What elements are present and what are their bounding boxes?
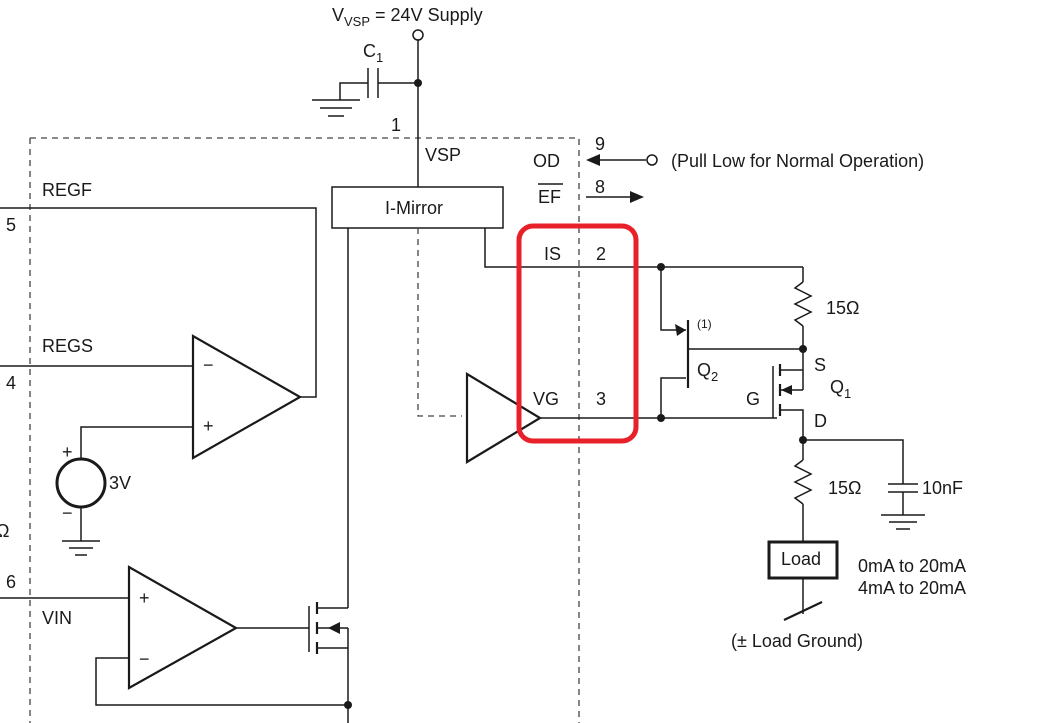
pin-8-label: 8 (595, 177, 605, 197)
c2-label: 10nF (922, 478, 963, 498)
c1-label: C1 (363, 41, 383, 65)
regs-label: REGS (42, 336, 93, 356)
supply-terminal (412, 29, 424, 41)
highlight-box (516, 223, 639, 444)
opamp1-minus: − (203, 355, 214, 375)
vin-op-amp (127, 565, 239, 690)
pin-5-label: 5 (6, 215, 16, 235)
q1-drain-lead (781, 409, 804, 440)
arrow-left-icon (586, 154, 600, 166)
od-terminal (646, 154, 658, 166)
q1-gate-label: G (746, 389, 760, 409)
source-minus: − (62, 503, 73, 523)
source-3v-label: 3V (109, 473, 131, 493)
pin-2-label: 2 (596, 244, 606, 264)
opamp2-plus: + (139, 588, 150, 608)
pin-6-label: 6 (6, 572, 16, 592)
vsp-label: VSP (425, 145, 461, 165)
pin-9-label: 9 (595, 134, 605, 154)
vin-feedback-wire (95, 657, 348, 706)
q1-arrow (781, 385, 792, 395)
resistor-r2 (793, 459, 813, 505)
vg-buffer-amplifier (465, 372, 543, 464)
q2-collector-wire (660, 377, 686, 418)
is-wire (484, 228, 803, 268)
vin-label: VIN (42, 608, 72, 628)
load-range-1: 0mA to 20mA (858, 556, 966, 576)
ref-wire (80, 426, 193, 458)
arrow-right-icon (630, 191, 644, 203)
load-ground-symbol (783, 601, 823, 621)
pin-4-label: 4 (6, 373, 16, 393)
q2-emitter-wire (660, 267, 686, 331)
c2-wire (803, 439, 904, 484)
voltage-source-3v (55, 457, 107, 509)
q1-drain-label: D (814, 411, 827, 431)
load-label: Load (781, 549, 821, 569)
regf-label: REGF (42, 180, 92, 200)
junction-dot (344, 701, 352, 709)
ic-boundary (29, 137, 580, 723)
pull-low-note: (Pull Low for Normal Operation) (671, 151, 924, 171)
reg-op-amp (191, 334, 303, 460)
pin-1-label: 1 (391, 115, 401, 135)
od-label: OD (533, 151, 560, 171)
regf-wire (0, 207, 317, 398)
c1-wire (339, 82, 368, 100)
r1-label: 15Ω (826, 298, 859, 318)
ef-label: EF (538, 187, 561, 207)
source-plus: + (62, 442, 73, 462)
mirror-dashed-link (417, 228, 462, 417)
load-ground-label: (± Load Ground) (731, 631, 863, 651)
q1-source-label: S (814, 355, 826, 375)
load-range-2: 4mA to 20mA (858, 578, 966, 598)
clipped-ohm-label: Ω (0, 521, 9, 541)
resistor-r1 (793, 281, 813, 327)
pin-3-label: 3 (596, 389, 606, 409)
ground-icon (881, 514, 925, 530)
mosfet-arrow (328, 622, 340, 634)
opamp1-plus: + (203, 416, 214, 436)
q2-label: Q2 (697, 360, 718, 384)
opamp2-minus: − (139, 649, 150, 669)
r2-label: 15Ω (828, 478, 861, 498)
i-mirror-label: I-Mirror (385, 198, 443, 218)
is-label: IS (544, 244, 561, 264)
supply-label: VVSP = 24V Supply (332, 5, 483, 29)
q1-label: Q1 (830, 377, 851, 401)
vg-label: VG (533, 389, 559, 409)
q2-emitter-arrow (675, 324, 686, 336)
footnote-1: (1) (697, 317, 712, 331)
ground-icon (312, 99, 360, 117)
ground-icon (62, 540, 100, 556)
